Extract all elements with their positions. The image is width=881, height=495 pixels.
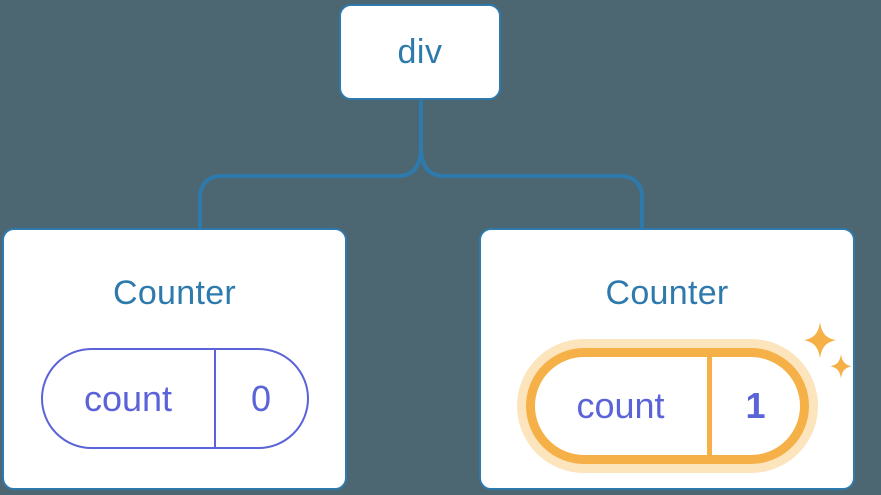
state-key-cell-right: count (535, 357, 707, 455)
state-key-cell-left: count (43, 350, 214, 447)
counter-left-state-wrap: count 0 (4, 348, 345, 449)
tree-node-counter-left[interactable]: Counter count 0 (2, 228, 347, 490)
state-value-right: 1 (745, 385, 766, 426)
state-pill-right[interactable]: count 1 (525, 348, 809, 464)
tree-node-counter-right[interactable]: Counter count 1 (479, 228, 855, 490)
connector-branch-right (419, 144, 644, 230)
state-pill-left[interactable]: count 0 (40, 348, 309, 449)
tree-node-root[interactable]: div (339, 4, 501, 100)
state-key-left: count (83, 377, 173, 419)
connector-branch-left (198, 144, 423, 230)
counter-right-title: Counter (605, 274, 729, 312)
counter-right-state-wrap: count 1 (481, 348, 853, 464)
root-node-label: div (397, 33, 443, 71)
state-value-cell-right: 1 (706, 357, 800, 455)
state-key-right: count (576, 385, 665, 426)
state-value-cell-left: 0 (213, 350, 307, 447)
counter-left-title: Counter (112, 274, 237, 312)
state-value-left: 0 (250, 377, 272, 419)
